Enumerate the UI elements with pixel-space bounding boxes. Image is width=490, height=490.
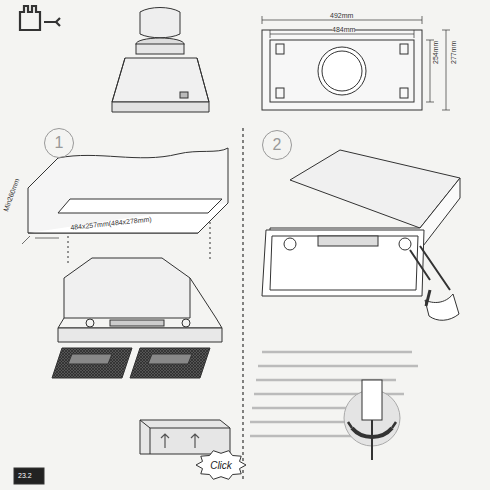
node-text: Click (210, 460, 232, 471)
page-number: 23.2 (18, 472, 32, 479)
dimension: 277mm (450, 41, 457, 64)
click-burst: Click (196, 450, 246, 480)
dimension: 484mm (332, 26, 355, 33)
node-text: 2 (273, 136, 282, 154)
step-number: 2 (262, 130, 292, 160)
dimension: 254mm (432, 41, 439, 64)
node-text: 1 (55, 134, 64, 152)
dimension: 492mm (330, 12, 353, 19)
step-number: 1 (44, 128, 74, 158)
dimension: Min260mm (2, 177, 20, 212)
